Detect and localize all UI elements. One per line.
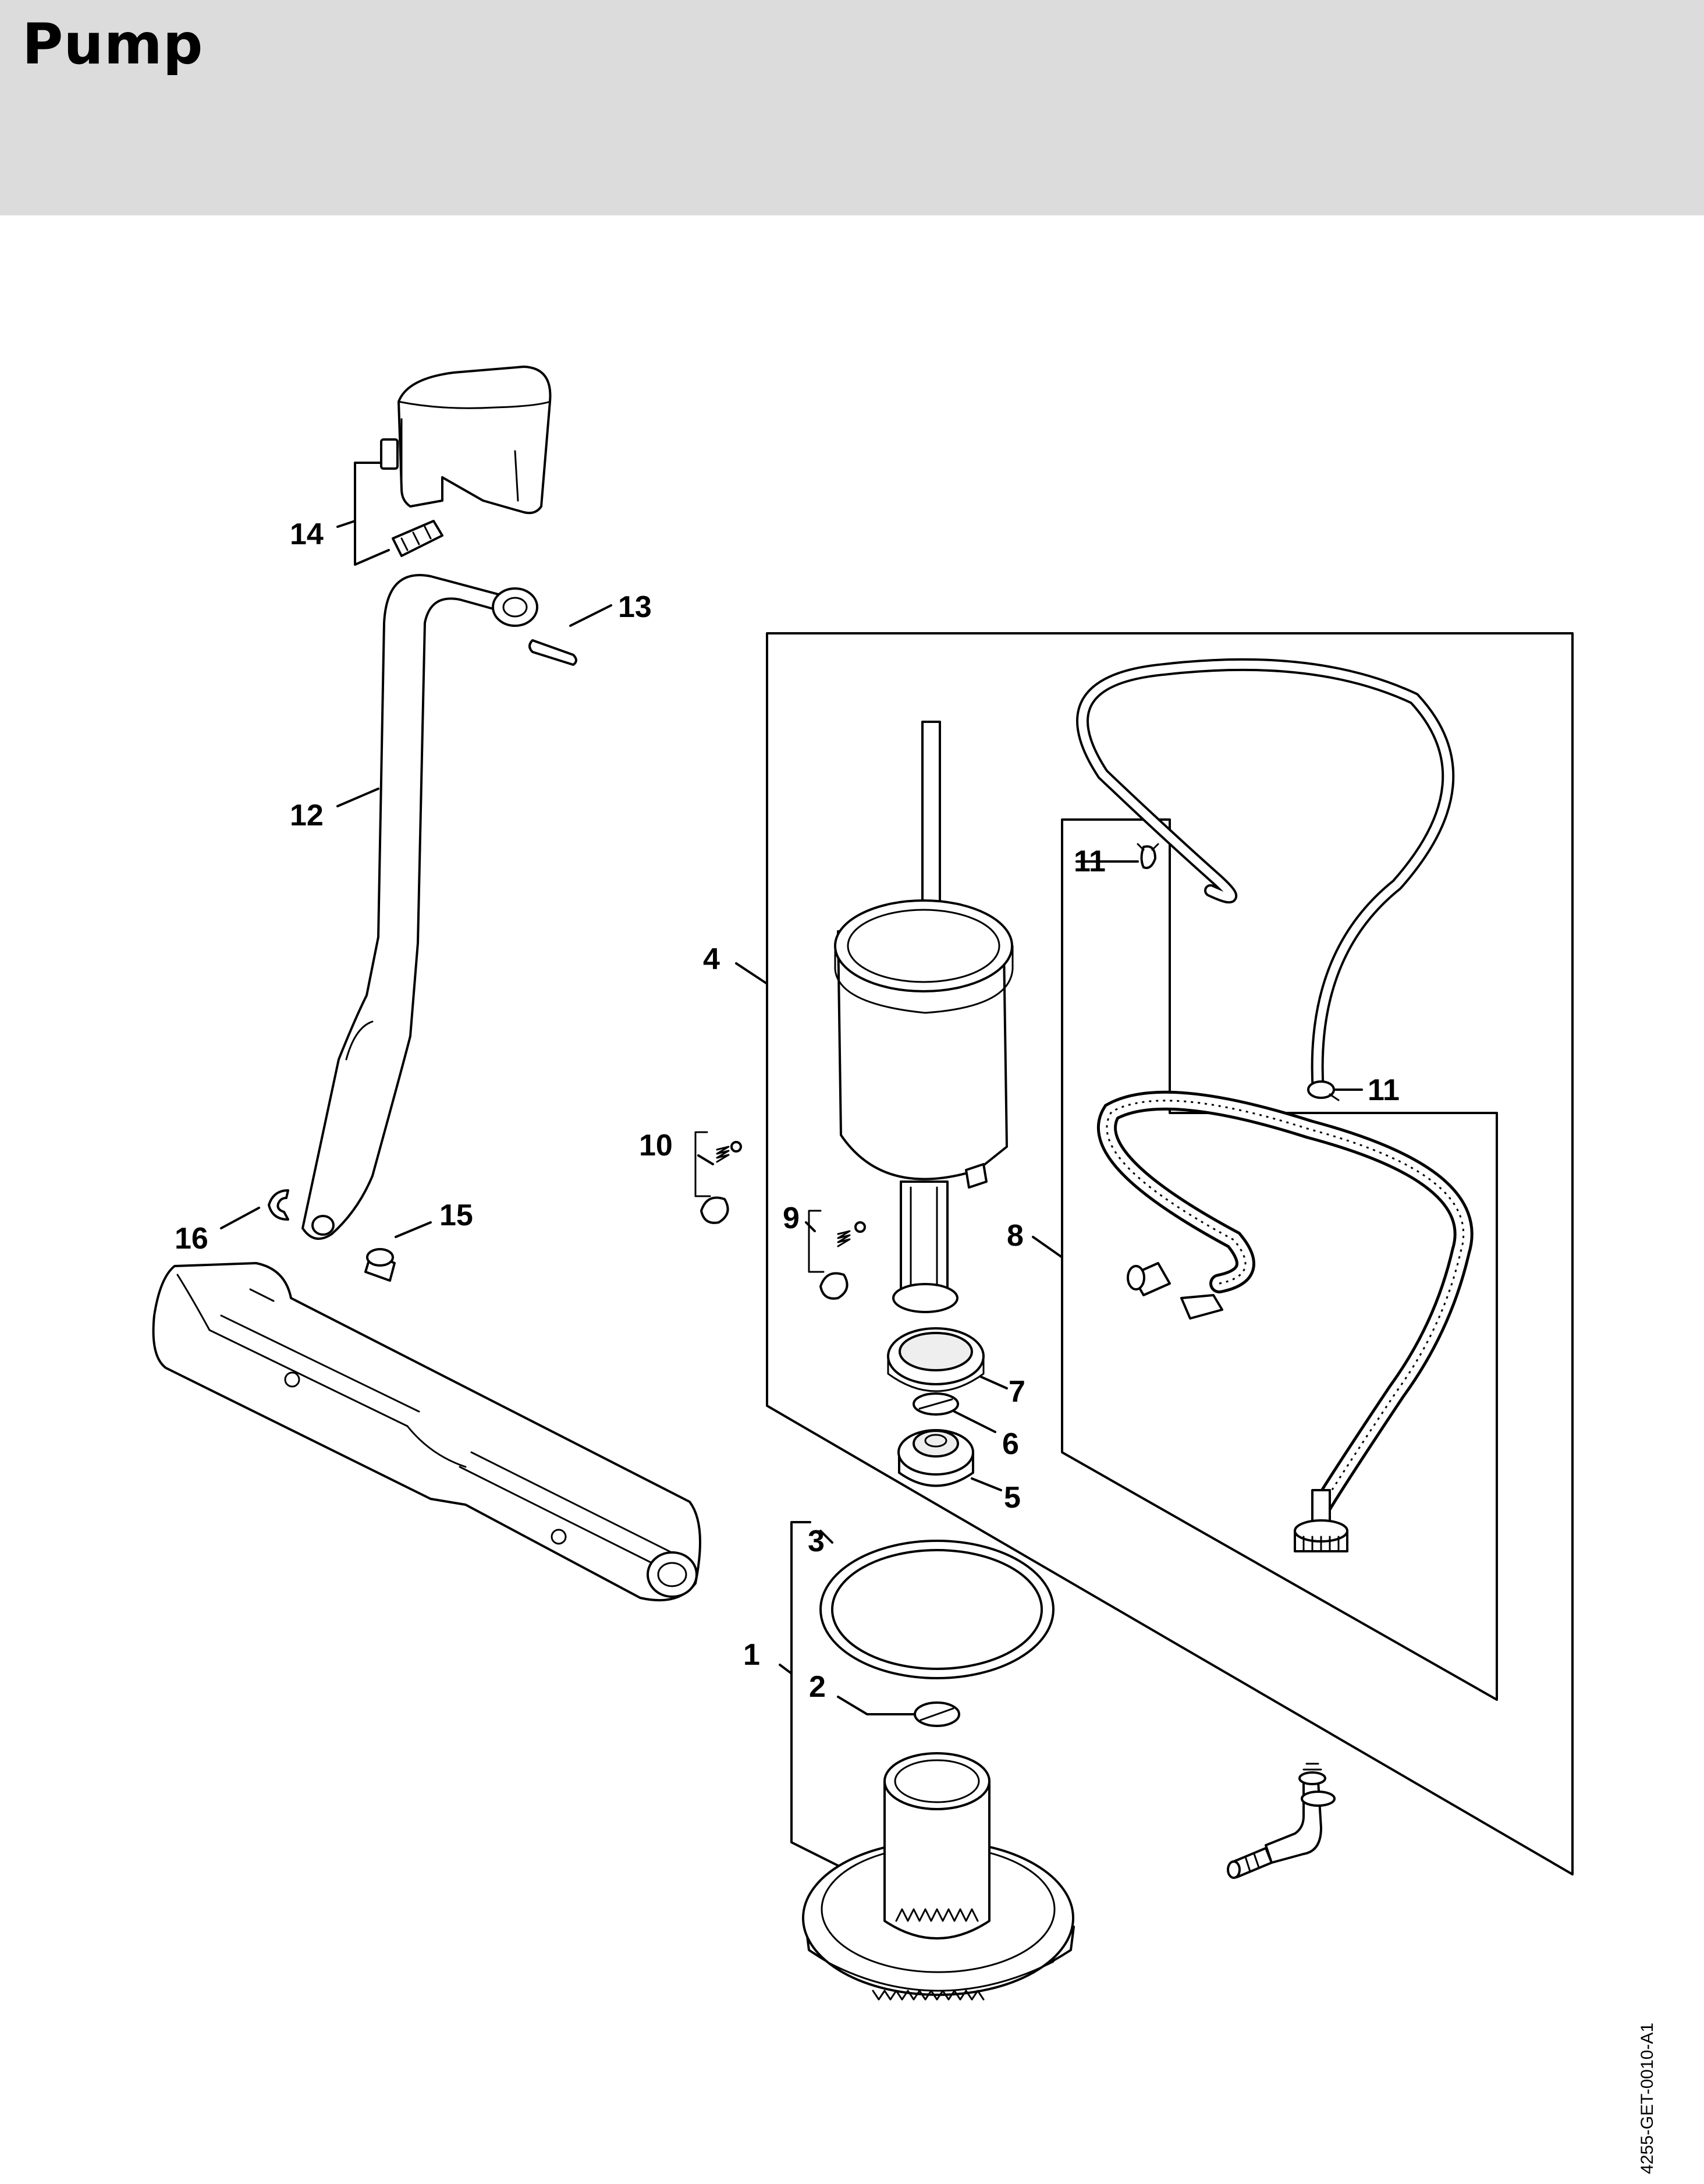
- hose-part-8: [1096, 1090, 1474, 1552]
- page-title: Pump: [22, 12, 204, 77]
- callout-2: 2: [809, 1670, 826, 1704]
- callout-1: 1: [743, 1638, 760, 1672]
- callout-10: 10: [639, 1129, 673, 1162]
- o-ring-part-3: [819, 1540, 1055, 1679]
- leader-lines: [220, 520, 1363, 1715]
- seal-ring-part-7: [887, 1327, 985, 1392]
- bracket-1: [790, 1521, 845, 1870]
- lever-shaft: [152, 1262, 701, 1602]
- callout-5: 5: [1004, 1481, 1021, 1515]
- handle-cap-part-14: [380, 366, 552, 515]
- header-bar: Pump: [0, 0, 1704, 215]
- washer-part-6: [913, 1392, 959, 1416]
- washer-part-2: [914, 1701, 960, 1727]
- clip-part-14: [392, 520, 443, 557]
- callout-9: 9: [783, 1201, 800, 1235]
- valve-part-9: [808, 1210, 866, 1300]
- valve-seat-part-5: [897, 1429, 974, 1487]
- callout-13: 13: [618, 590, 652, 624]
- pump-base-part-1: [802, 1752, 1075, 2001]
- callout-8: 8: [1007, 1219, 1024, 1253]
- valve-part-10: [694, 1131, 742, 1224]
- pin-part-13: [528, 639, 577, 666]
- callout-3: 3: [808, 1524, 825, 1558]
- callout-11-top: 11: [1074, 845, 1106, 878]
- pump-cylinder-part-4: [834, 721, 1014, 1313]
- bushing-part-15: [364, 1248, 396, 1282]
- callout-4: 4: [703, 942, 720, 976]
- callout-15: 15: [439, 1199, 473, 1232]
- hose-clamp-part-11b: [1307, 1080, 1340, 1101]
- document-id: 4255-GET-0010-A1: [1638, 2023, 1657, 2174]
- callout-6: 6: [1002, 1427, 1019, 1461]
- retainer-part-16: [268, 1189, 289, 1221]
- elbow-fitting: [1227, 1763, 1336, 1879]
- callout-16: 16: [175, 1222, 208, 1256]
- hose-clamp-part-11a: [1137, 843, 1159, 869]
- callout-7: 7: [1009, 1375, 1025, 1409]
- callout-12: 12: [290, 799, 324, 832]
- bracket-14: [354, 462, 390, 566]
- bracket-8: [1061, 818, 1498, 1701]
- handle-rod-part-12: [301, 573, 538, 1240]
- callout-11-bottom: 11: [1368, 1073, 1400, 1107]
- callout-14: 14: [290, 517, 324, 551]
- suction-line-part-8: [1076, 658, 1455, 1098]
- bracket-4: [766, 632, 1574, 1875]
